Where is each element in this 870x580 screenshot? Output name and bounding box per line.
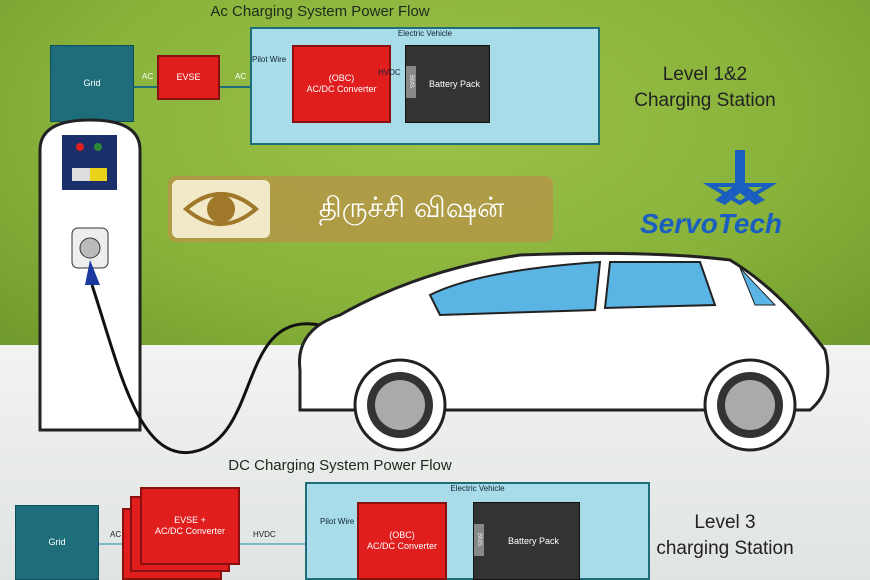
dc-ac-label: AC	[110, 530, 122, 539]
ac-evse-box: EVSE	[157, 55, 220, 100]
level-3-label: Level 3 charging Station	[610, 510, 840, 562]
servotech-logo: ServoTech	[640, 145, 840, 240]
charging-cable	[90, 284, 321, 454]
dc-ev-label: Electric Vehicle	[450, 484, 505, 493]
dc-bms: BMS	[474, 524, 484, 556]
ac-obc-box: (OBC) AC/DC Converter	[292, 45, 391, 123]
eye-logo-icon	[172, 180, 270, 238]
ac-flow-title: Ac Charging System Power Flow	[210, 3, 430, 20]
electric-car	[298, 251, 830, 452]
ac-label-1: AC	[142, 72, 154, 81]
ac-pilot-label: Pilot Wire	[252, 55, 287, 64]
dc-evse-box: EVSE + AC/DC Converter	[140, 487, 240, 565]
watermark-text: திருச்சி விஷன்	[318, 190, 505, 224]
dc-hvdc-label: HVDC	[253, 530, 276, 539]
servotech-logo-icon	[702, 150, 778, 206]
charger-and-car-illustration	[38, 118, 830, 454]
ac-battery-box: Battery Pack	[405, 45, 490, 123]
watermark-banner: திருச்சி விஷன்	[168, 176, 553, 242]
ac-bms: BMS	[406, 66, 416, 98]
level3-line1: Level 3	[694, 512, 756, 533]
ac-grid-box: Grid	[50, 45, 134, 122]
ac-hvdc-label: HVDC	[378, 68, 401, 77]
logo-text: ServoTech	[640, 208, 783, 239]
level-line2: Charging Station	[634, 90, 776, 111]
ac-ev-label: Electric Vehicle	[397, 29, 453, 38]
dc-pilot-label: Pilot Wire	[320, 517, 355, 526]
dc-obc-box: (OBC) AC/DC Converter	[357, 502, 447, 580]
level-line1: Level 1&2	[662, 64, 748, 85]
dc-grid-box: Grid	[15, 505, 99, 580]
level3-line2: charging Station	[656, 538, 794, 559]
dc-battery-box: Battery Pack	[473, 502, 580, 580]
ac-label-2: AC	[235, 72, 247, 81]
dc-flow-title: DC Charging System Power Flow	[228, 457, 452, 474]
charging-station	[38, 118, 142, 432]
